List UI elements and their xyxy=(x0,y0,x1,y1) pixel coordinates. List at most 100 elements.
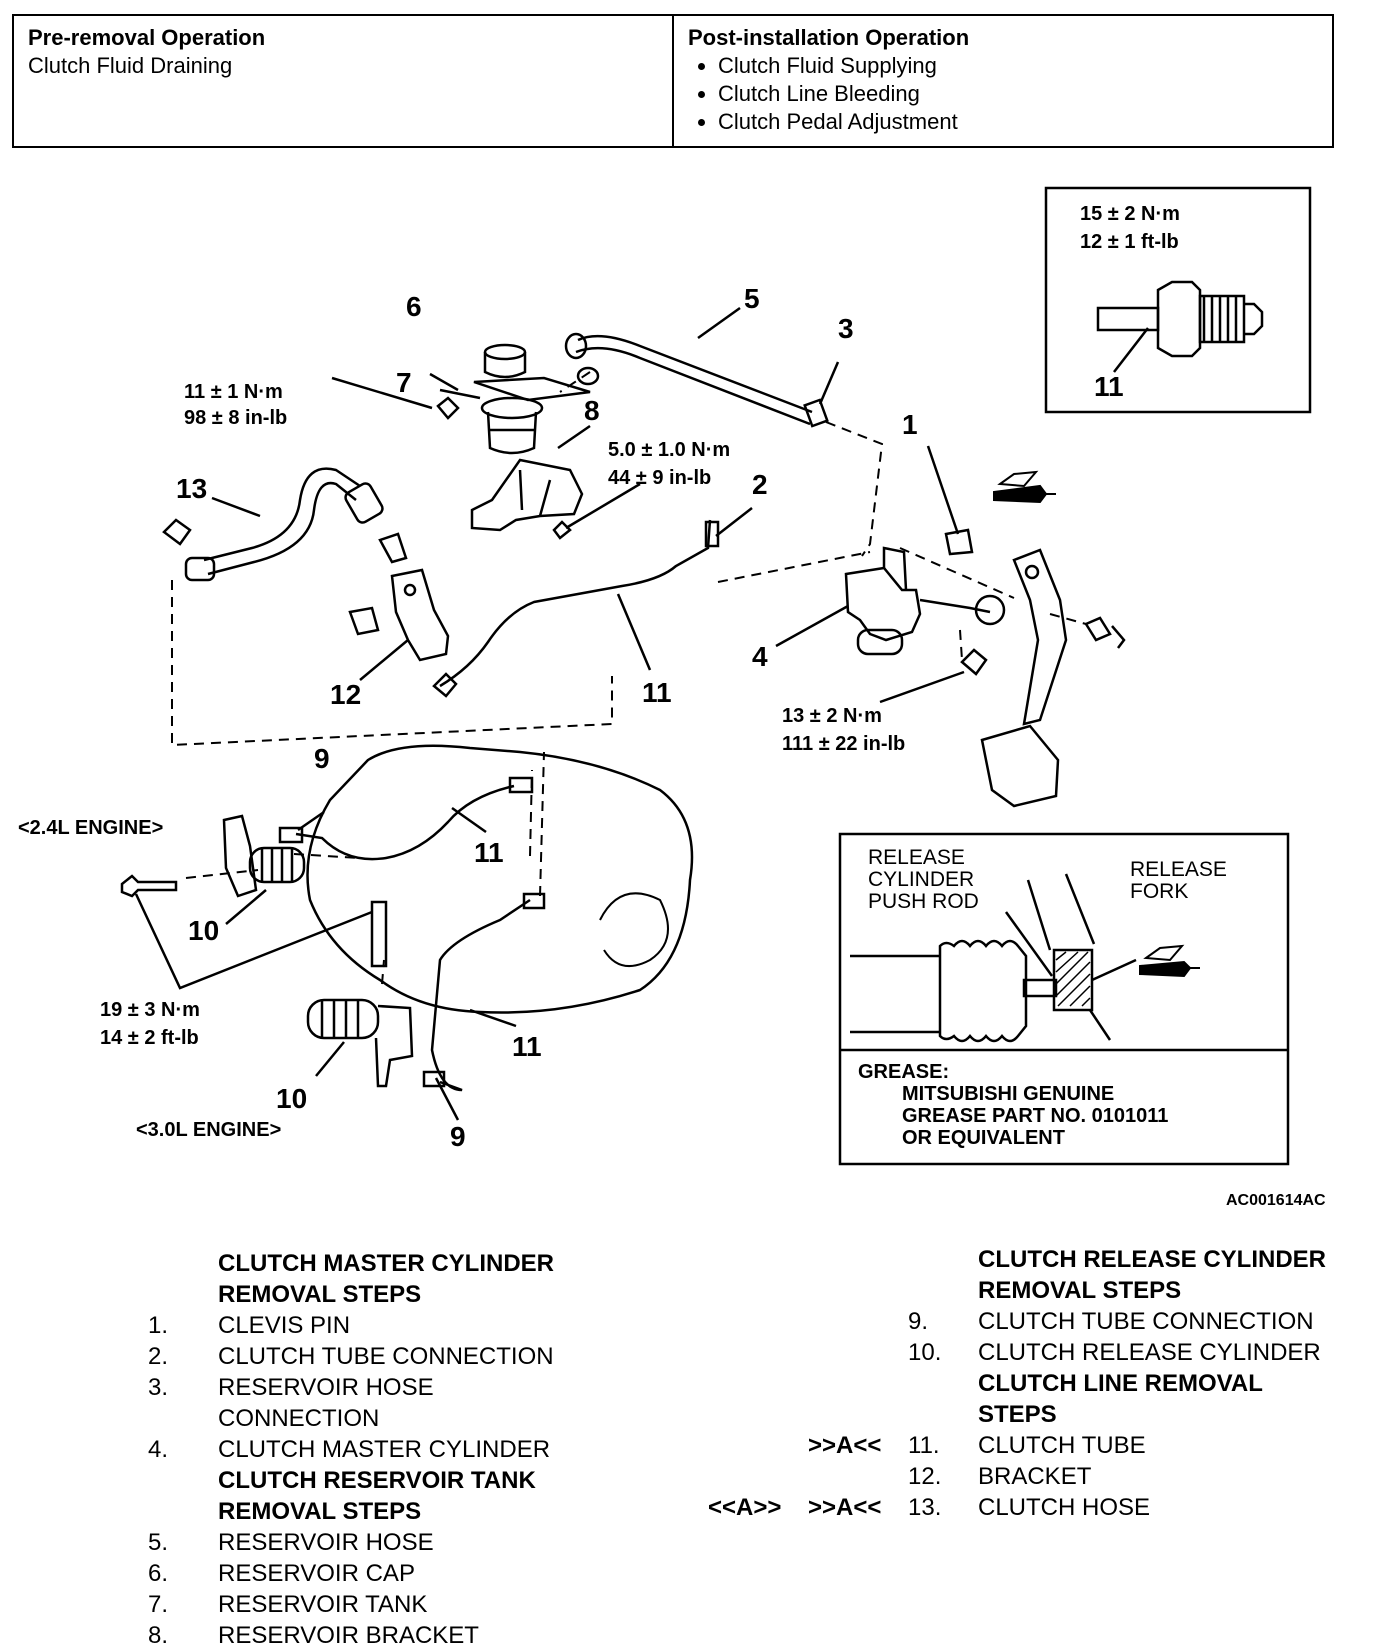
step-number xyxy=(908,1244,978,1275)
reservoir-hose-icon xyxy=(577,334,813,414)
step-row: 4.CLUTCH MASTER CYLINDER xyxy=(148,1434,554,1465)
step-mark-b xyxy=(808,1306,908,1337)
bolt-icon xyxy=(436,396,460,420)
clutch-hose-icon xyxy=(184,467,384,582)
step-label: REMOVAL STEPS xyxy=(978,1277,1182,1304)
hose-clip-icon xyxy=(378,532,408,564)
step-section-title: CLUTCH RELEASE CYLINDER xyxy=(708,1244,1326,1275)
boot-icon xyxy=(850,939,1058,1043)
torque-reservoir-nm: 11 ± 1 N·m xyxy=(184,381,283,403)
step-mark-a xyxy=(708,1275,808,1306)
leader-1 xyxy=(926,445,960,535)
callout-11: 11 xyxy=(474,837,504,868)
step-label: RESERVOIR TANK xyxy=(218,1591,428,1618)
step-label: CLUTCH LINE REMOVAL xyxy=(978,1370,1263,1397)
bolt-icon xyxy=(120,874,178,898)
step-mark-a xyxy=(708,1461,808,1492)
step-label: RESERVOIR HOSE xyxy=(218,1374,434,1401)
pre-removal-item: Clutch Fluid Draining xyxy=(28,53,233,78)
step-section-title: REMOVAL STEPS xyxy=(148,1496,554,1527)
bolt-icon xyxy=(370,900,388,968)
step-section-title: STEPS xyxy=(708,1399,1326,1430)
leader-10-24 xyxy=(225,889,267,925)
step-section-title: CLUTCH MASTER CYLINDER xyxy=(148,1248,554,1279)
step-number: 10. xyxy=(908,1339,942,1366)
grease-leader xyxy=(1091,958,1137,982)
step-row: 3. RESERVOIR HOSE xyxy=(148,1372,554,1403)
callout-11: 11 xyxy=(1094,371,1124,402)
step-number: 12. xyxy=(908,1463,942,1490)
step-label: RESERVOIR BRACKET xyxy=(218,1622,479,1649)
step-number: 6. xyxy=(148,1560,169,1587)
cap-guide-lines xyxy=(473,376,591,402)
clutch-tube-icon xyxy=(430,898,531,1092)
grease-spec-line: GREASE PART NO. 0101011 xyxy=(902,1105,1168,1127)
step-row: 2. CLUTCH TUBE CONNECTION xyxy=(148,1341,554,1372)
step-number: 1. xyxy=(148,1312,169,1339)
step-mark-b xyxy=(808,1337,908,1368)
step-label: CLUTCH TUBE CONNECTION xyxy=(218,1343,554,1370)
grease-label: GREASE: xyxy=(858,1061,949,1083)
callout-8: 8 xyxy=(584,395,600,426)
step-mark-b xyxy=(808,1275,908,1306)
torque-reservoir-in: 98 ± 8 in-lb xyxy=(184,407,287,429)
release-cylinder-icon xyxy=(222,814,306,898)
step-number: 9. xyxy=(908,1308,929,1335)
post-installation-item: Clutch Pedal Adjustment xyxy=(718,108,1318,136)
step-mark-b xyxy=(808,1368,908,1399)
pre-removal-title: Pre-removal Operation xyxy=(28,25,266,50)
clevis-pin-icon xyxy=(944,528,974,556)
step-mark-b: >>A<< xyxy=(808,1494,882,1521)
grease-area xyxy=(1055,951,1091,1007)
torque-master-nm: 13 ± 2 N·m xyxy=(782,705,882,727)
step-number: 8. xyxy=(148,1622,169,1649)
step-row: 1. CLEVIS PIN xyxy=(148,1310,554,1341)
step-label: REMOVAL STEPS xyxy=(218,1498,422,1525)
step-number xyxy=(908,1275,978,1306)
step-label: RESERVOIR HOSE xyxy=(218,1529,434,1556)
leader-11 xyxy=(616,593,652,671)
step-mark-b xyxy=(808,1244,908,1275)
step-label: CLUTCH RELEASE CYLINDER xyxy=(978,1246,1327,1273)
step-row: 9.CLUTCH TUBE CONNECTION xyxy=(708,1306,1326,1337)
step-row: 10. CLUTCH RELEASE CYLINDER xyxy=(708,1337,1326,1368)
nut-icon xyxy=(960,648,988,676)
post-installation-column: Post-installation Operation Clutch Fluid… xyxy=(672,16,1332,146)
transmission-outline xyxy=(306,744,694,1014)
leader-12 xyxy=(359,639,409,681)
leader-6-7 xyxy=(429,372,481,400)
torque-specs: 15 ± 2 N·m 12 ± 1 ft-lb 11 ± 1 N·m 98 ± … xyxy=(100,203,1180,1049)
leader-mc-torque xyxy=(879,670,965,704)
step-number xyxy=(148,1279,218,1310)
step-row: 7.RESERVOIR TANK xyxy=(148,1589,554,1620)
torque-master-in: 111 ± 22 in-lb xyxy=(782,733,905,755)
leader-brk-torque xyxy=(565,482,641,530)
reservoir-tank-icon xyxy=(480,396,544,455)
step-label: CLUTCH RELEASE CYLINDER xyxy=(978,1339,1321,1366)
post-installation-item: Clutch Line Bleeding xyxy=(718,80,1318,108)
release-cylinder-icon xyxy=(306,998,414,1088)
callout-10: 10 xyxy=(276,1083,307,1114)
step-section-title: CLUTCH RESERVOIR TANK xyxy=(148,1465,554,1496)
leader-5 xyxy=(697,306,741,340)
callout-1: 1 xyxy=(902,409,918,440)
step-row: <<A>>>>A<<13.CLUTCH HOSE xyxy=(708,1492,1326,1523)
diagram-lines xyxy=(120,186,1312,1166)
reservoir-cap-icon xyxy=(483,343,527,379)
step-number xyxy=(148,1465,218,1496)
step-number: 3. xyxy=(148,1374,169,1401)
grease-spec: GREASE: MITSUBISHI GENUINE GREASE PART N… xyxy=(858,1061,1168,1149)
step-number xyxy=(148,1496,218,1527)
leader-13 xyxy=(211,496,261,518)
step-number: 2. xyxy=(148,1343,169,1370)
grease-spec-line: MITSUBISHI GENUINE xyxy=(902,1083,1114,1105)
step-number: 13. xyxy=(908,1494,942,1521)
push-rod-leader xyxy=(1004,911,1054,977)
callout-3: 3 xyxy=(838,313,854,344)
step-row: >>A<<11.CLUTCH TUBE xyxy=(708,1430,1326,1461)
step-row: 6.RESERVOIR CAP xyxy=(148,1558,554,1589)
step-label: CLUTCH TUBE xyxy=(978,1432,1146,1459)
operations-table: Pre-removal Operation Clutch Fluid Drain… xyxy=(12,14,1334,148)
push-rod-label: PUSH ROD xyxy=(868,890,979,913)
step-label: CLEVIS PIN xyxy=(218,1312,351,1339)
